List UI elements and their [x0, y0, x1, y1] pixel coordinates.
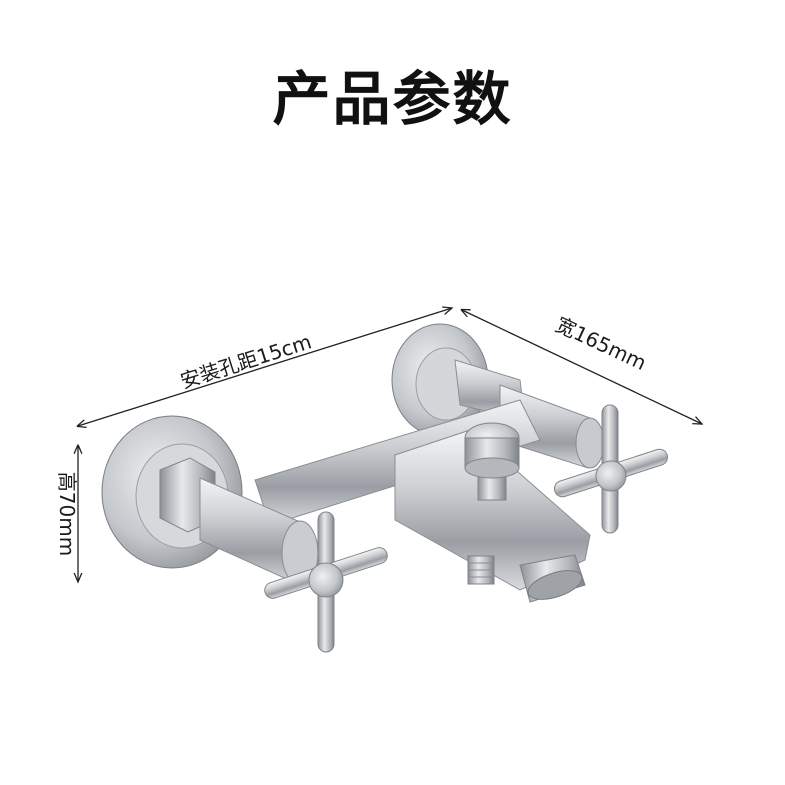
- width-dimension-line: [462, 310, 702, 424]
- right-cross-handle: [553, 404, 669, 534]
- page-title: 产品参数: [272, 65, 513, 133]
- hole-spacing-dimension-line: [78, 308, 452, 426]
- hole-spacing-label: 安装孔距15cm: [177, 329, 314, 393]
- left-cross-handle: [264, 511, 388, 653]
- width-label: 宽165mm: [552, 312, 650, 375]
- height-label: 高70mm: [55, 472, 79, 556]
- faucet-illustration: [101, 323, 669, 653]
